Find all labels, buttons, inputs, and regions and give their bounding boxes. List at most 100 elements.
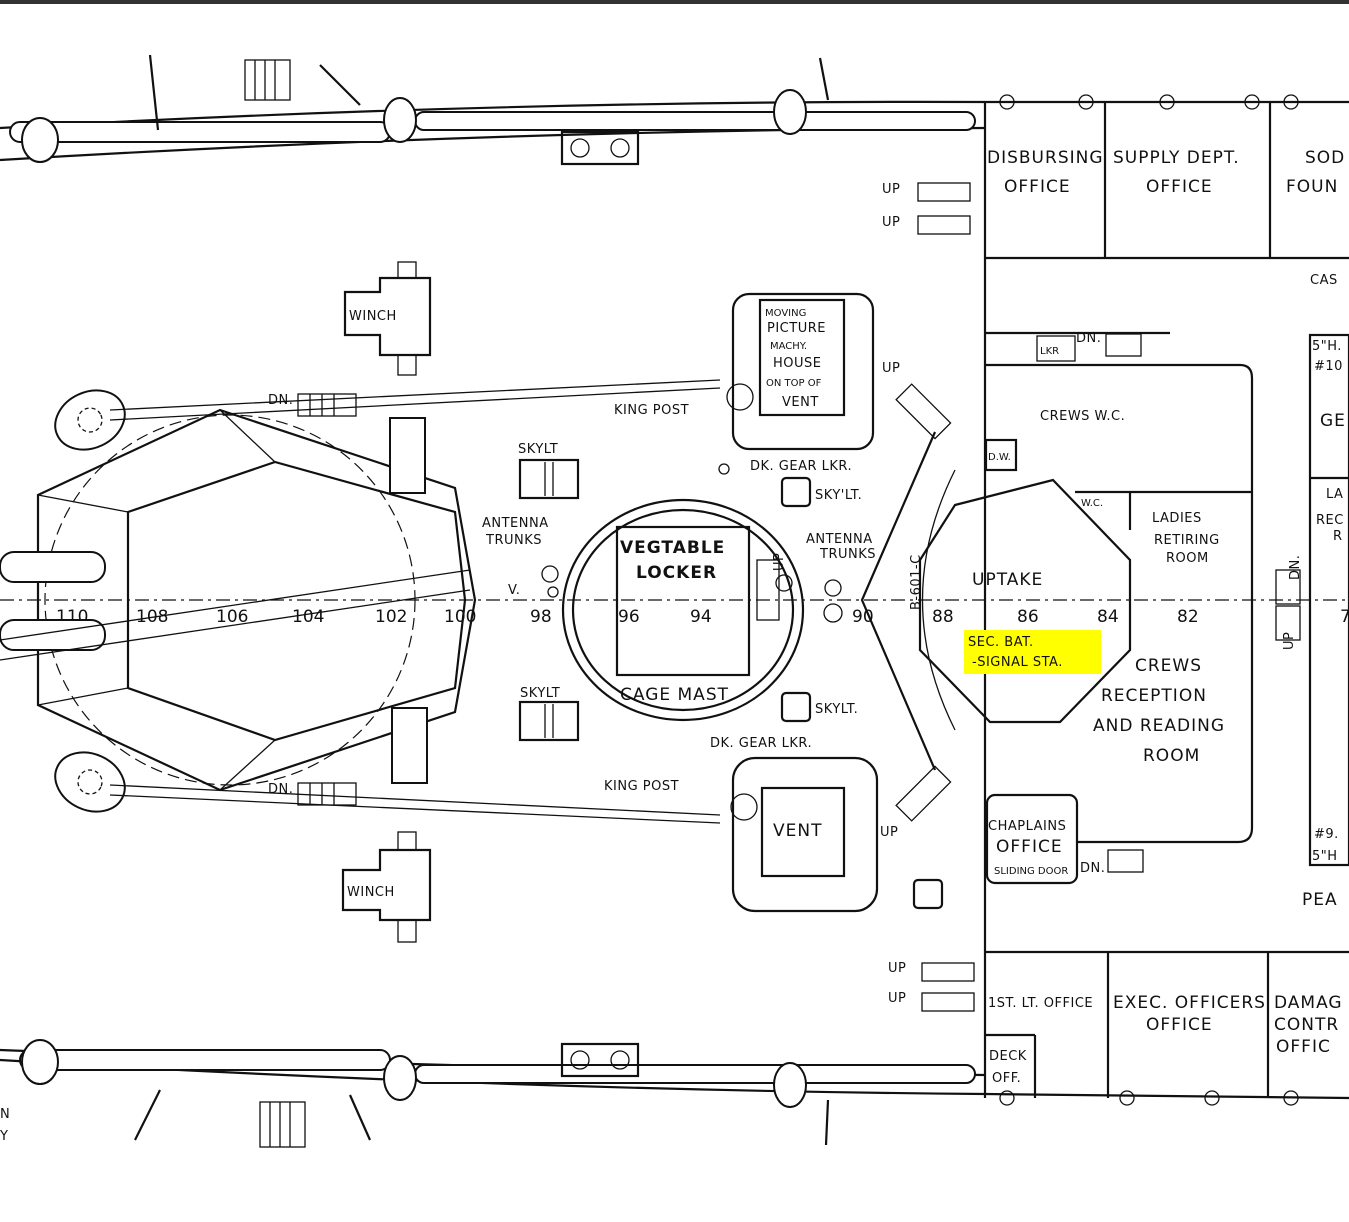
winch-upper: WINCH	[343, 261, 432, 376]
frame-label: 84	[1097, 607, 1119, 627]
skylight-upper-left: SKYLT	[518, 442, 580, 500]
king-post-label: KING POST	[604, 779, 679, 794]
svg-text:D.W.: D.W.	[988, 452, 1011, 463]
svg-text:DK. GEAR LKR.: DK. GEAR LKR.	[710, 736, 812, 751]
svg-text:SKYLT: SKYLT	[520, 686, 560, 701]
b601-passage: B-601-C	[860, 431, 956, 771]
winch-lower: WINCH	[341, 831, 432, 943]
svg-text:FOUN: FOUN	[1286, 177, 1338, 197]
frame-label: 102	[375, 607, 407, 627]
svg-text:TRUNKS: TRUNKS	[485, 533, 542, 548]
cage-mast-label: CAGE MAST	[620, 685, 729, 705]
frame-label: 100	[444, 607, 476, 627]
svg-text:5"H: 5"H	[1312, 849, 1338, 864]
svg-text:UP: UP	[882, 215, 900, 230]
svg-text:V.: V.	[508, 583, 520, 598]
svg-text:OFFICE: OFFICE	[1004, 177, 1071, 197]
frame-label: 98	[530, 607, 552, 627]
crews-wc-label: CREWS W.C.	[1040, 409, 1125, 424]
svg-text:OFFICE: OFFICE	[1146, 177, 1213, 197]
svg-text:AND READING: AND READING	[1093, 716, 1225, 736]
signal-station-highlight	[964, 630, 1101, 674]
dk-gear-upper: DK. GEAR LKR. SKY'LT.	[750, 459, 862, 508]
svg-text:PEA: PEA	[1302, 890, 1338, 910]
svg-text:DN.: DN.	[268, 782, 293, 797]
svg-text:UP: UP	[882, 361, 900, 376]
svg-text:GE: GE	[1320, 411, 1346, 431]
dn-ladder-upper: DN.	[268, 393, 357, 417]
vent: VENT KING POST	[604, 756, 879, 913]
uptake-casing	[918, 478, 1132, 724]
winch-label: WINCH	[349, 309, 397, 324]
svg-text:PICTURE: PICTURE	[767, 321, 826, 336]
svg-text:REC: REC	[1316, 513, 1344, 528]
svg-text:#10: #10	[1314, 359, 1343, 374]
turret	[0, 379, 721, 824]
svg-text:ANTENNA: ANTENNA	[482, 516, 549, 531]
svg-text:LOCKER: LOCKER	[636, 563, 717, 583]
svg-text:DN.: DN.	[268, 393, 293, 408]
svg-text:OFFIC: OFFIC	[1276, 1037, 1331, 1057]
deck-office-label: DECK	[989, 1049, 1027, 1064]
svg-text:ON TOP OF: ON TOP OF	[766, 378, 822, 389]
svg-text:LA: LA	[1326, 487, 1343, 502]
svg-text:SKYLT: SKYLT	[518, 442, 558, 457]
svg-text:UP: UP	[888, 991, 906, 1006]
frame-label: 86	[1017, 607, 1039, 627]
svg-text:ROOM: ROOM	[1143, 746, 1200, 766]
dn-ladder-lower: DN.	[268, 782, 357, 806]
dk-gear-lower: SKYLT. DK. GEAR LKR.	[710, 691, 858, 751]
svg-text:B-601-C: B-601-C	[909, 554, 924, 610]
svg-text:UP: UP	[1282, 632, 1297, 650]
top-border	[0, 0, 1349, 4]
svg-text:MACHY.: MACHY.	[770, 341, 807, 352]
svg-text:RECEPTION: RECEPTION	[1101, 686, 1207, 706]
svg-text:UP: UP	[880, 825, 898, 840]
svg-text:DK. GEAR LKR.: DK. GEAR LKR.	[750, 459, 852, 474]
svg-text:UP: UP	[888, 961, 906, 976]
uptake-label: UPTAKE	[972, 570, 1043, 590]
frame-label: 104	[292, 607, 324, 627]
chaplain-office-label: CHAPLAINS	[988, 819, 1066, 834]
frame-label: 94	[690, 607, 712, 627]
aft-compartments	[983, 94, 1349, 1106]
supply-office-label: SUPPLY DEPT.	[1113, 148, 1240, 168]
king-post-label: KING POST	[614, 403, 689, 418]
svg-text:5"H.: 5"H.	[1312, 339, 1342, 354]
up-ladder-lower: UP	[880, 765, 952, 840]
up-ladders-bottom: UP UP	[888, 961, 975, 1012]
first-lt-office-label: 1ST. LT. OFFICE	[988, 996, 1093, 1011]
svg-text:MOVING: MOVING	[765, 308, 806, 319]
winch-label: WINCH	[347, 885, 395, 900]
hull-outline	[0, 54, 1349, 1148]
svg-text:W.C.: W.C.	[1081, 498, 1103, 509]
svg-text:TRUNKS: TRUNKS	[819, 547, 876, 562]
up-ladder-upper: UP	[882, 361, 952, 440]
exec-office-label: EXEC. OFFICERS	[1113, 993, 1266, 1013]
svg-text:R: R	[1333, 529, 1343, 544]
antenna-trunks-left: ANTENNA TRUNKS V.	[482, 516, 559, 598]
svg-text:CONTR: CONTR	[1274, 1015, 1339, 1035]
svg-text:Y: Y	[0, 1129, 8, 1144]
svg-text:-SIGNAL STA.: -SIGNAL STA.	[972, 655, 1063, 670]
cage-mast: UP VEGTABLE LOCKER CAGE MAST	[561, 498, 805, 722]
up-ladders-top: UP UP	[882, 182, 971, 235]
signal-station-label: SEC. BAT.	[968, 635, 1034, 650]
svg-text:RETIRING: RETIRING	[1154, 533, 1220, 548]
svg-text:UP: UP	[882, 182, 900, 197]
svg-text:SKY'LT.: SKY'LT.	[815, 488, 862, 503]
crews-reception-label: CREWS	[1135, 656, 1202, 676]
svg-text:ANTENNA: ANTENNA	[806, 532, 873, 547]
svg-text:SKYLT.: SKYLT.	[815, 702, 858, 717]
frame-label: 96	[618, 607, 640, 627]
svg-text:VENT: VENT	[782, 395, 819, 410]
frame-numbers: 110 108 106 104 102 100 98 96 94 90 88 8…	[56, 607, 1349, 627]
svg-text:CAS: CAS	[1310, 273, 1338, 288]
frame-label: 7	[1340, 607, 1349, 627]
disbursing-office-label: DISBURSING	[987, 148, 1104, 168]
soda-fountain-label: SOD	[1305, 148, 1345, 168]
svg-text:DN.: DN.	[1076, 331, 1101, 346]
svg-text:N: N	[0, 1107, 10, 1122]
frame-label: 88	[932, 607, 954, 627]
skylight-lower-left: SKYLT	[518, 686, 580, 742]
